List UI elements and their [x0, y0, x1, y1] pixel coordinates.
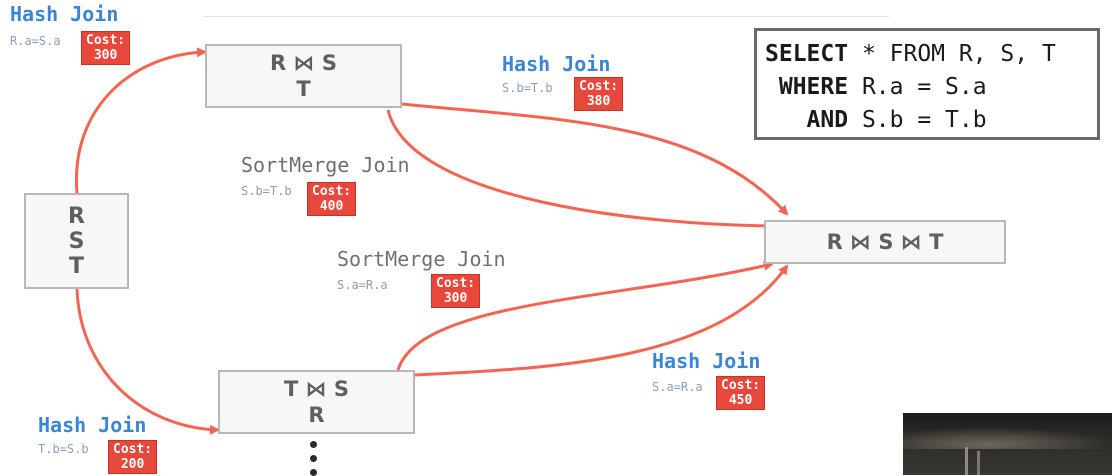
node-label: T: [68, 253, 84, 279]
webcam-video-overlay: [903, 413, 1112, 475]
join-predicate: S.a=R.a: [337, 278, 388, 292]
cost-value: 300: [93, 48, 118, 63]
cost-label: Cost:: [579, 79, 619, 94]
cost-value: 400: [319, 199, 344, 214]
continuation-dot: [310, 441, 317, 448]
cost-badge: Cost: 450: [716, 376, 766, 410]
continuation-dot: [310, 455, 317, 462]
join-predicate: S.a=R.a: [652, 380, 703, 394]
join-type-label: Hash Join: [38, 413, 147, 437]
top-divider: [203, 16, 889, 17]
join-type-label: Hash Join: [652, 349, 761, 373]
cost-badge: Cost: 300: [431, 274, 481, 308]
cost-badge: Cost: 300: [81, 31, 131, 65]
cost-value: 200: [120, 457, 145, 472]
node-label: R: [68, 203, 85, 229]
edge-rs-t-hashjoin: [401, 102, 789, 216]
cost-label: Cost:: [312, 184, 352, 199]
edge-rst-to-ts-r: [75, 288, 220, 435]
edge-rst-to-rs-t: [74, 47, 207, 194]
node-label: R ⋈ S: [270, 51, 337, 75]
join-predicate: T.b=S.b: [38, 442, 89, 456]
edge-rs-t-sortmerge: [386, 109, 779, 231]
cost-label: Cost:: [113, 442, 153, 457]
cost-value: 300: [443, 291, 468, 306]
sql-text: S.b = T.b: [848, 107, 987, 133]
join-type-label: Hash Join: [502, 52, 611, 76]
sql-query-box: SELECT * FROM R, S, T WHERE R.a = S.a AN…: [754, 28, 1100, 140]
cost-badge: Cost: 400: [307, 182, 357, 216]
node-rs-join-t: R ⋈ S T: [205, 44, 402, 108]
sql-text: * FROM R, S, T: [848, 41, 1056, 67]
node-label: R: [308, 403, 325, 427]
cost-badge: Cost: 380: [574, 77, 624, 111]
join-type-label: SortMerge Join: [337, 247, 506, 271]
join-type-label: SortMerge Join: [241, 153, 410, 177]
join-predicate: R.a=S.a: [10, 34, 61, 48]
sql-keyword: WHERE: [765, 74, 849, 100]
join-type-label: Hash Join: [10, 2, 119, 26]
node-label: T ⋈ S: [283, 377, 350, 401]
sql-text: R.a = S.a: [848, 74, 987, 100]
join-predicate: S.b=T.b: [241, 184, 292, 198]
join-predicate: S.b=T.b: [502, 81, 553, 95]
sql-line: SELECT * FROM R, S, T: [765, 38, 1097, 71]
node-label: T: [296, 77, 311, 101]
cost-label: Cost:: [721, 378, 761, 393]
sql-keyword: SELECT: [765, 41, 849, 67]
sql-keyword: AND: [765, 107, 849, 133]
cost-badge: Cost: 200: [108, 440, 158, 474]
edge-ts-r-hashjoin: [414, 264, 789, 377]
node-ts-join-r: T ⋈ S R: [218, 370, 415, 434]
continuation-dot: [310, 469, 317, 476]
node-label: R ⋈ S ⋈ T: [826, 230, 944, 254]
cost-label: Cost:: [436, 276, 476, 291]
node-final-join: R ⋈ S ⋈ T: [764, 220, 1006, 264]
edge-ts-r-sortmerge: [396, 260, 774, 371]
cost-value: 380: [586, 94, 611, 109]
node-r-s-t: R S T: [24, 193, 129, 289]
cost-value: 450: [728, 393, 753, 408]
cost-label: Cost:: [86, 33, 126, 48]
sql-line: WHERE R.a = S.a: [765, 71, 1097, 104]
sql-line: AND S.b = T.b: [765, 104, 1097, 137]
node-label: S: [68, 228, 85, 254]
